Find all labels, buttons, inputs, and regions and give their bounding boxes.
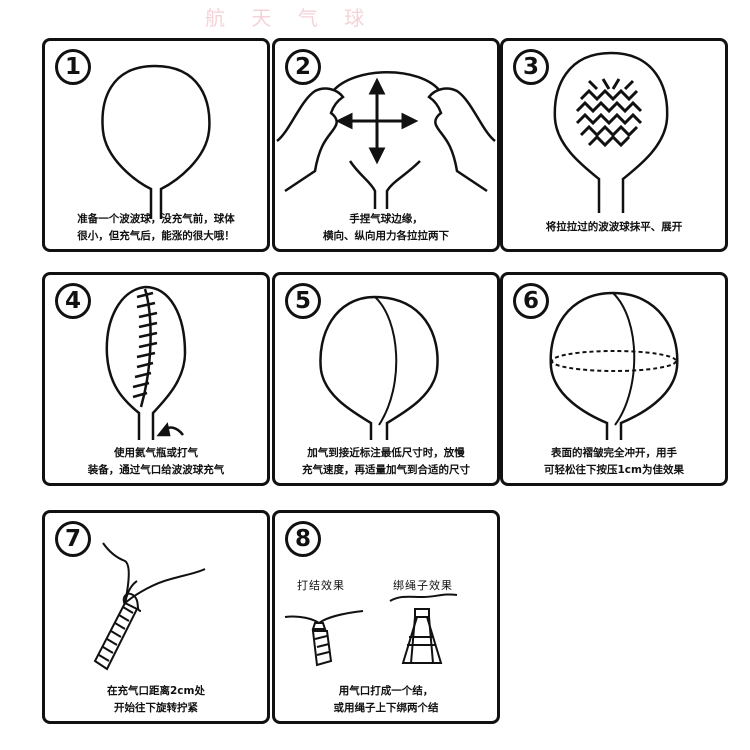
rope-effect-label: 绑绳子效果 <box>393 579 453 592</box>
balloon-stretch-illustration <box>276 71 496 209</box>
step-8-panel: 8 打结效果 绑绳子效果 用气口打成一个结， 或用绳子上下绑两个结 <box>272 510 500 724</box>
caption-line-1: 用气口打成一个结， <box>338 685 434 697</box>
balloon-deflated-illustration <box>101 64 211 219</box>
caption-line-2: 开始往下旋转拧紧 <box>114 702 198 714</box>
step-7-panel: 7 在充气口距离2cm处 开始往下旋转拧紧 <box>42 510 270 724</box>
caption-line-1: 使用氦气瓶或打气 <box>114 447 198 459</box>
step-number: 2 <box>285 49 321 85</box>
step-number: 7 <box>55 521 91 557</box>
balloon-half-inflated-illustration <box>319 295 439 440</box>
twisted-neck-icon <box>93 601 139 671</box>
balloon-inflate-illustration <box>105 285 187 440</box>
knot-and-rope-illustration <box>284 593 458 667</box>
caption-line-2: 可轻松往下按压1cm为佳效果 <box>544 464 684 476</box>
caption-line-1: 表面的褶皱完全冲开，用手 <box>551 447 677 459</box>
step-2-panel: 2 手捏气球边缘， 横向、纵向用力各拉拉两下 <box>272 38 500 252</box>
caption-line-2: 充气速度，再适量加气到合适的尺寸 <box>302 464 470 476</box>
caption-line-2: 横向、纵向用力各拉拉两下 <box>323 230 449 242</box>
left-hand-icon <box>276 87 345 193</box>
step-number: 4 <box>55 283 91 319</box>
caption-line-1: 将拉拉过的波波球抹平、展开 <box>545 221 683 233</box>
watermark: 航 天 气 球 <box>205 6 375 30</box>
step-1-panel: 1 准备一个波波球，没充气前，球体 很小，但充气后，能涨的很大哦！ <box>42 38 270 252</box>
step-6-panel: 6 表面的褶皱完全冲开，用手 可轻松往下按压1cm为佳效果 <box>500 272 728 486</box>
step-number: 3 <box>513 49 549 85</box>
step-5-panel: 5 加气到接近标注最低尺寸时，放慢 充气速度，再适量加气到合适的尺寸 <box>272 272 500 486</box>
caption-line-2: 很小，但充气后，能涨的很大哦！ <box>77 230 235 242</box>
inflate-arrow-icon <box>156 422 184 437</box>
step-number: 5 <box>285 283 321 319</box>
knot-effect-label: 打结效果 <box>297 579 345 592</box>
right-hand-icon <box>427 87 496 193</box>
caption-line-1: 准备一个波波球，没充气前，球体 <box>77 213 235 225</box>
step-number: 8 <box>285 521 321 557</box>
caption-line-2: 或用绳子上下绑两个结 <box>333 702 439 714</box>
knot-icon <box>284 610 364 667</box>
caption-line-1: 手捏气球边缘， <box>349 213 423 225</box>
caption-line-1: 加气到接近标注最低尺寸时，放慢 <box>307 447 465 459</box>
neck-twist-illustration <box>93 542 206 671</box>
wrinkle-pattern-icon <box>575 78 643 148</box>
four-way-arrow-icon <box>335 77 419 165</box>
step-number: 1 <box>55 49 91 85</box>
caption-line-1: 在充气口距离2cm处 <box>107 685 205 697</box>
seam-stitch-icon <box>132 288 158 408</box>
balloon-fully-inflated-illustration <box>549 291 679 440</box>
step-3-panel: 3 将拉拉过的波波球抹平、展开 <box>500 38 728 252</box>
balloon-flattened-illustration <box>553 51 669 213</box>
caption-line-2: 装备，通过气口给波波球充气 <box>87 464 225 476</box>
rope-tie-icon <box>389 593 458 664</box>
step-4-panel: 4 使用氦气瓶或打气 装备，通过气口给波波球充气 <box>42 272 270 486</box>
step-number: 6 <box>513 283 549 319</box>
